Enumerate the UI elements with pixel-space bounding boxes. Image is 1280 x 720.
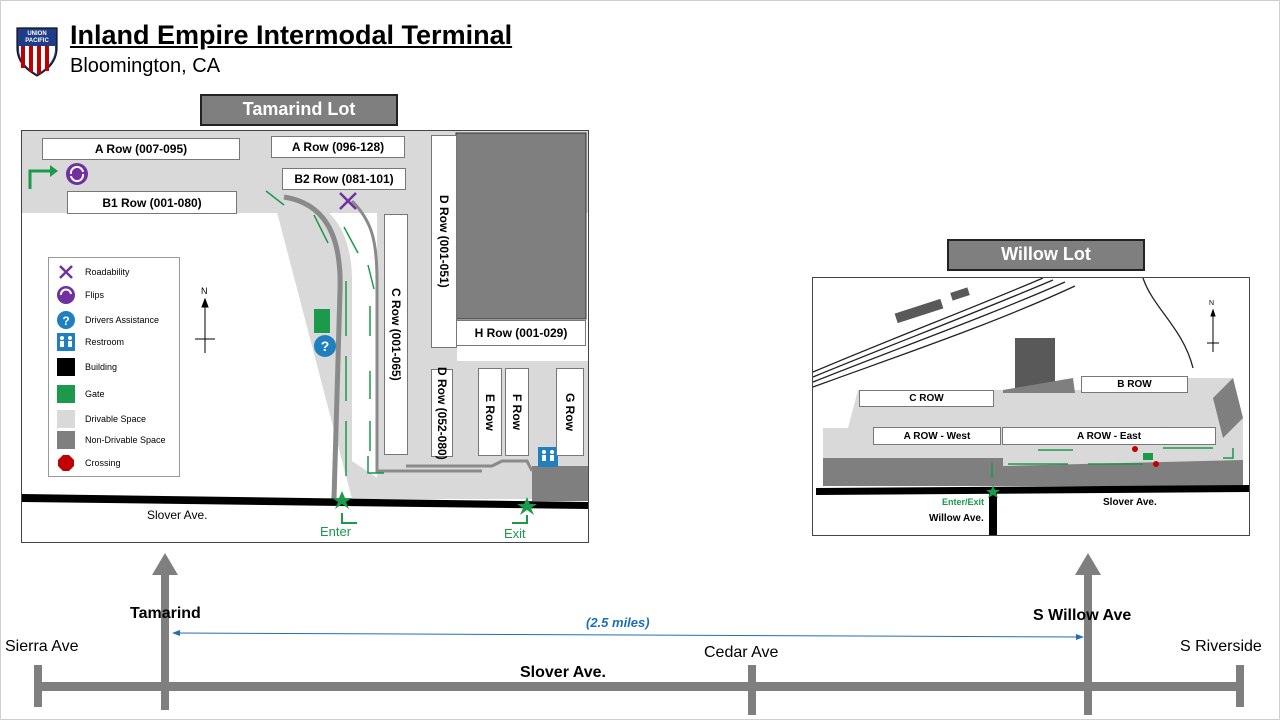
willow-north-arrow — [1207, 308, 1219, 352]
row-b2[interactable]: B2 Row (081-101) — [282, 168, 406, 190]
street-willow: S Willow Ave — [1033, 607, 1132, 624]
legend-item: Non-Drivable Space — [57, 430, 166, 450]
enter-gate-star — [332, 491, 352, 509]
overview-road-diagram — [34, 553, 1244, 715]
willow-north-label: N — [1209, 300, 1215, 307]
street-sierra: Sierra Ave — [5, 638, 79, 655]
legend-item: Drivable Space — [57, 409, 146, 429]
restroom-icon — [538, 447, 558, 467]
gate-swatch — [57, 385, 75, 403]
legend-item: ? Drivers Assistance — [57, 310, 159, 330]
legend-item: Gate — [57, 384, 105, 404]
tamarind-lot-map: ? A Row (007-095) A Row (096-128) B2 Row… — [21, 130, 589, 543]
row-h[interactable]: H Row (001-029) — [456, 320, 586, 346]
exit-gate-star — [517, 497, 537, 515]
rail-lines — [813, 278, 1194, 388]
legend-label: Roadability — [85, 267, 130, 277]
willow-up-arrow — [1075, 553, 1101, 575]
row-e[interactable]: E Row — [478, 368, 502, 456]
street-cedar: Cedar Ave — [704, 644, 779, 661]
legend-label: Non-Drivable Space — [85, 435, 166, 445]
willow-gate-star — [986, 485, 1000, 498]
willow-street-line — [1084, 573, 1092, 715]
question-icon: ? — [57, 311, 75, 329]
legend-item: Roadability — [57, 262, 130, 282]
wrench-icon — [57, 263, 75, 281]
legend-item: Crossing — [57, 453, 121, 473]
restroom-icon — [57, 333, 75, 351]
legend-label: Drivers Assistance — [85, 315, 160, 325]
svg-text:UNION: UNION — [27, 31, 46, 37]
crossing-icon — [1132, 446, 1138, 452]
roadability-icon — [339, 192, 357, 210]
overview-slover-label: Slover Ave. — [520, 664, 606, 681]
legend-label: Crossing — [85, 458, 121, 468]
row-b1[interactable]: B1 Row (001-080) — [67, 191, 237, 214]
drivable-swatch — [57, 410, 75, 428]
willow-route-arrows — [991, 447, 1234, 478]
row-g[interactable]: G Row — [556, 368, 584, 456]
drivers-assistance-icon — [314, 335, 336, 357]
willow-gate — [1143, 453, 1153, 460]
legend-item: Flips — [57, 285, 104, 305]
willow-cross-street-label: Willow Ave. — [929, 513, 984, 524]
tamarind-up-arrow — [152, 553, 178, 575]
willow-lot-map: C ROW B ROW A ROW - West A ROW - East En… — [812, 277, 1250, 536]
legend-label: Building — [85, 362, 118, 372]
distance-label: (2.5 miles) — [586, 615, 650, 630]
union-pacific-logo: UNION PACIFIC — [16, 27, 58, 77]
legend-label: Gate — [85, 389, 105, 399]
legend-label: Restroom — [85, 337, 125, 347]
page-title: Inland Empire Intermodal Terminal — [70, 20, 513, 50]
willow-row-c[interactable]: C ROW — [859, 390, 994, 407]
tamarind-street-line — [161, 573, 169, 710]
nondrivable-swatch — [57, 431, 75, 449]
svg-text:?: ? — [62, 314, 69, 328]
building-swatch — [57, 358, 75, 376]
enter-label: Enter — [320, 524, 352, 539]
slover-ave-line — [36, 682, 1242, 691]
street-riverside: S Riverside — [1180, 638, 1262, 655]
willow-row-a-west[interactable]: A ROW - West — [873, 427, 1001, 445]
willow-road-label: Slover Ave. — [1103, 497, 1157, 508]
distance-line — [175, 632, 1081, 638]
flip-arrow — [28, 169, 50, 189]
gate-building — [314, 309, 330, 333]
svg-text:?: ? — [321, 338, 330, 354]
willow-row-b[interactable]: B ROW — [1081, 376, 1188, 393]
tamarind-road-label: Slover Ave. — [147, 508, 208, 522]
legend-label: Drivable Space — [85, 414, 147, 424]
flip-icon — [57, 286, 75, 304]
row-c[interactable]: C Row (001-065) — [384, 214, 408, 455]
row-f[interactable]: F Row — [505, 368, 529, 456]
legend-item: Restroom — [57, 332, 124, 352]
street-tamarind: Tamarind — [130, 605, 201, 622]
exit-label: Exit — [504, 526, 526, 541]
willow-lot-label: Willow Lot — [947, 239, 1145, 271]
tamarind-lot-label: Tamarind Lot — [200, 94, 398, 126]
crossing-icon — [1153, 461, 1159, 467]
enter-exit-label: Enter/Exit — [942, 497, 985, 507]
page-subtitle: Bloomington, CA — [70, 55, 221, 77]
legend-item: Building — [57, 357, 117, 377]
legend: Roadability Flips ? Drivers Assistance R… — [48, 257, 180, 477]
svg-text:PACIFIC: PACIFIC — [25, 38, 49, 44]
row-a-096-128[interactable]: A Row (096-128) — [271, 136, 405, 158]
row-d-052-080[interactable]: D Row (052-080) — [431, 367, 453, 459]
row-a-007-095[interactable]: A Row (007-095) — [42, 138, 240, 160]
willow-row-a-east[interactable]: A ROW - East — [1002, 427, 1216, 445]
crossing-icon — [57, 454, 75, 472]
north-arrow — [195, 297, 215, 353]
flip-icon — [66, 163, 88, 185]
route-arrows — [265, 190, 384, 476]
legend-label: Flips — [85, 290, 105, 300]
north-label: N — [201, 286, 208, 296]
row-d-001-051[interactable]: D Row (001-051) — [431, 135, 457, 348]
